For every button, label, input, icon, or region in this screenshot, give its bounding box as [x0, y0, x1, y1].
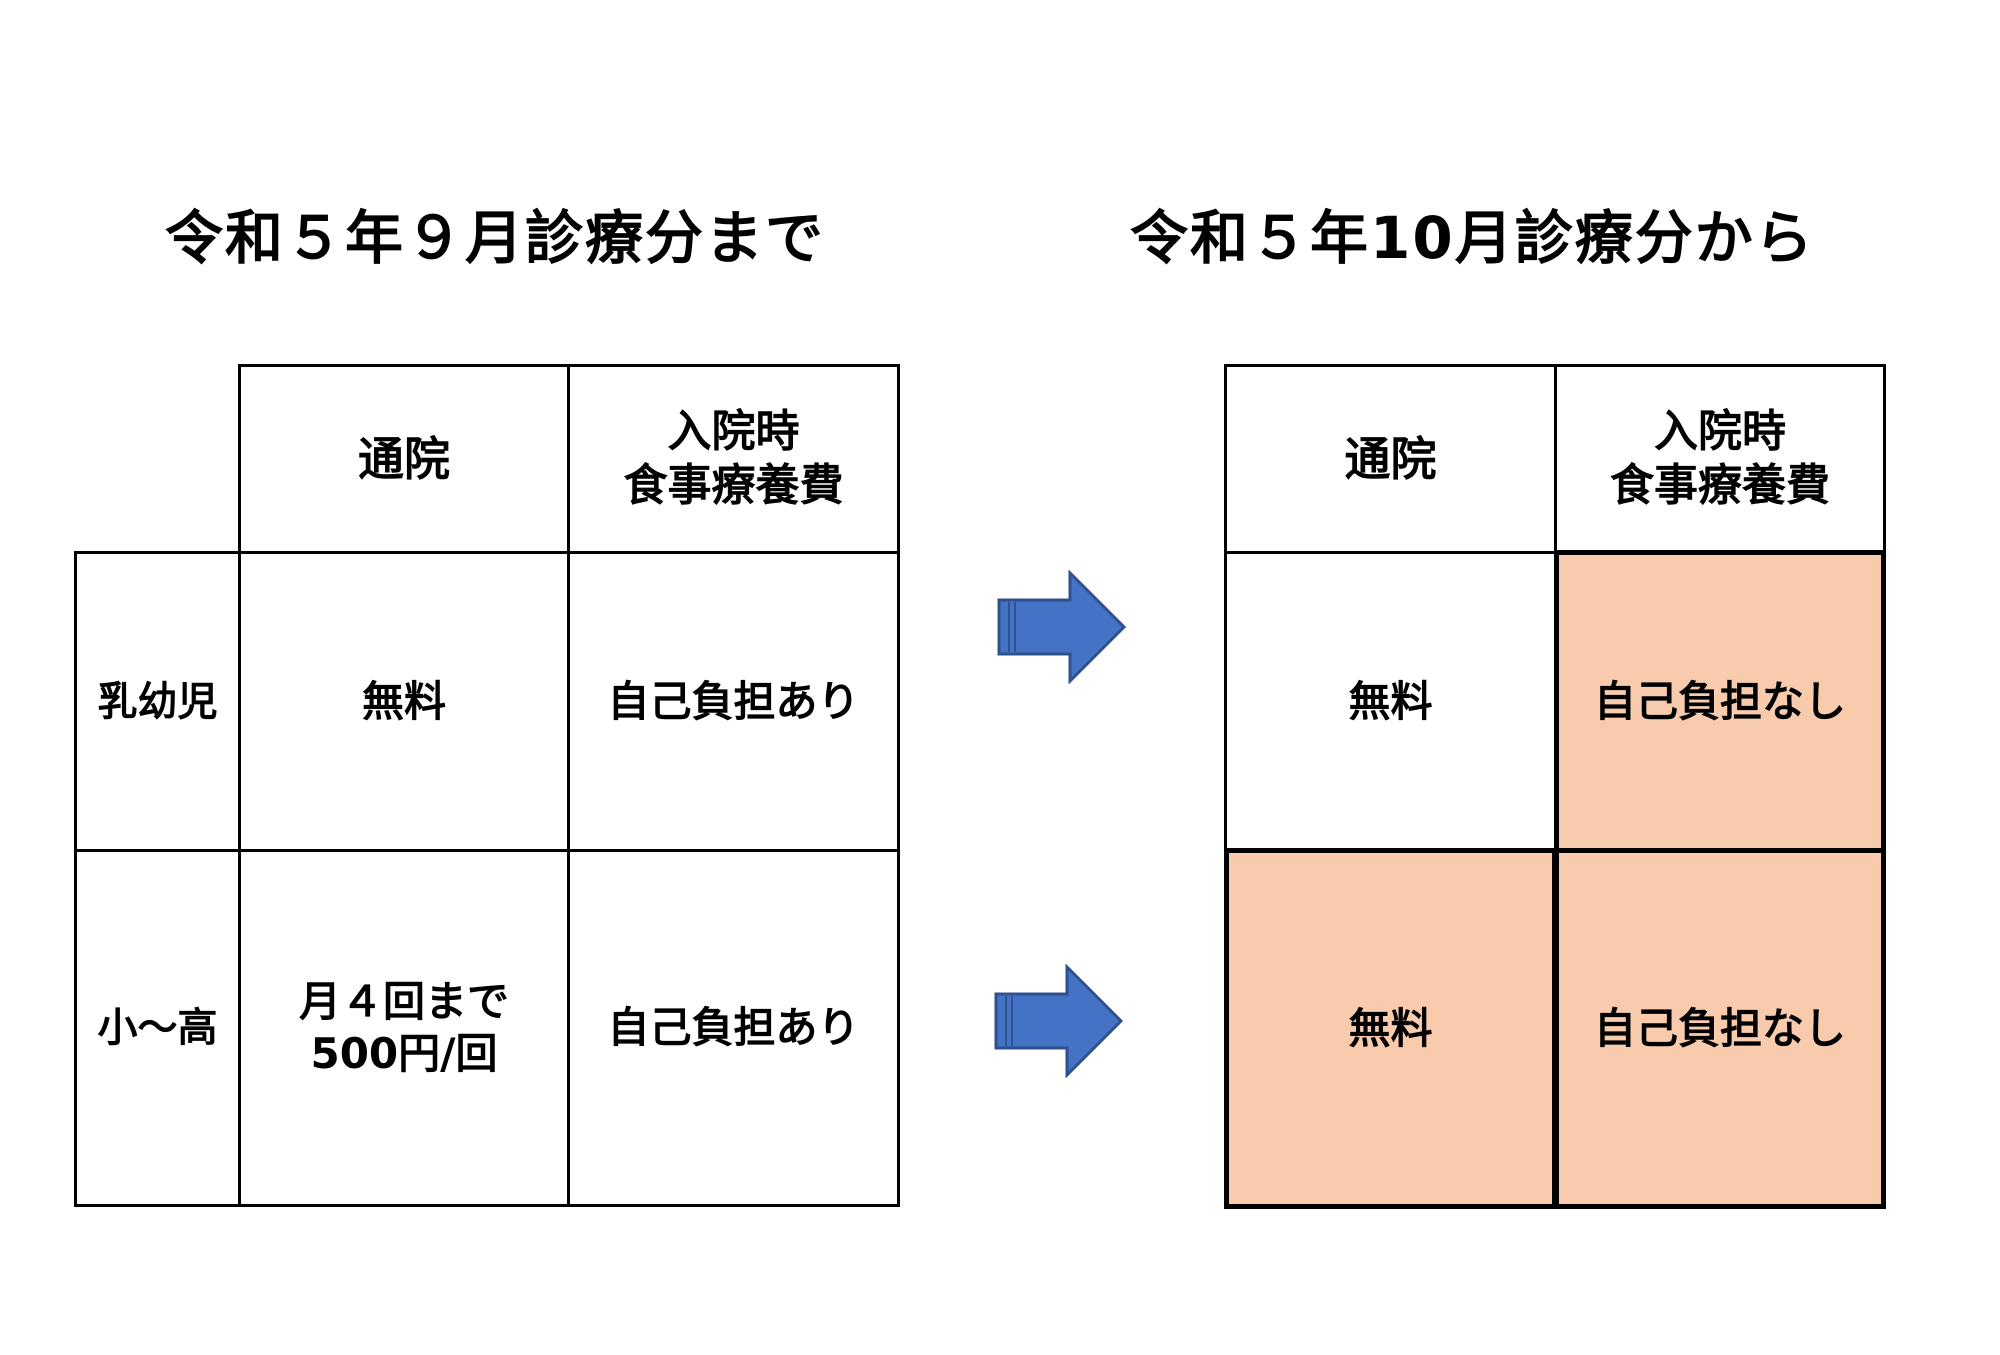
after-title: 令和５年10月診療分から — [1130, 204, 1815, 272]
before-infant-outpatient: 無料 — [238, 551, 570, 852]
after-header-meal: 入院時 食事療養費 — [1554, 364, 1886, 554]
after-infant-outpatient: 無料 — [1224, 551, 1557, 852]
before-title: 令和５年９月診療分まで — [165, 204, 826, 272]
before-school-outpatient: 月４回まで 500円/回 — [238, 849, 570, 1207]
before-header-outpatient: 通院 — [238, 364, 570, 554]
after-school-outpatient: 無料 — [1224, 848, 1557, 1209]
right-arrow-icon — [997, 570, 1127, 684]
before-school-meal: 自己負担あり — [567, 849, 900, 1207]
after-infant-meal: 自己負担なし — [1554, 550, 1886, 853]
before-row-label-infant: 乳幼児 — [74, 551, 241, 852]
after-header-outpatient: 通院 — [1224, 364, 1557, 554]
before-row-label-school: 小～高 — [74, 849, 241, 1207]
before-header-meal: 入院時 食事療養費 — [567, 364, 900, 554]
after-school-meal: 自己負担なし — [1554, 848, 1886, 1209]
before-infant-meal: 自己負担あり — [567, 551, 900, 852]
right-arrow-icon — [994, 964, 1124, 1078]
